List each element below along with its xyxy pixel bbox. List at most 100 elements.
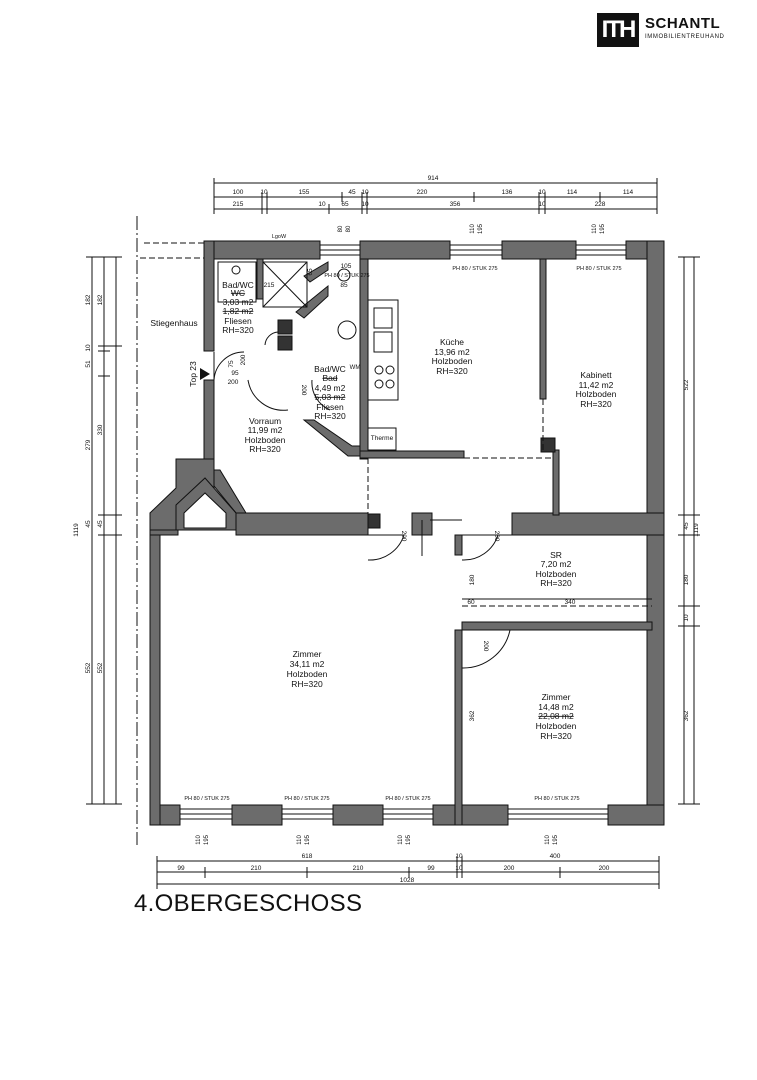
window-tag-wc: PH 80 / STUK 275	[324, 273, 369, 279]
niche-inner	[183, 492, 227, 529]
dim-bottom-r2-6: 200	[599, 865, 610, 872]
dim-bottom-r2-0: 99	[177, 865, 185, 872]
dim-top-r1-6: 136	[502, 189, 513, 196]
dim-win-b3-195: 195	[406, 834, 412, 845]
room-kueche-name: Küche	[440, 337, 464, 347]
room-zimmer-big-height: RH=320	[291, 679, 323, 689]
dim-win-b2-110: 110	[297, 835, 303, 845]
dim-win-top-80a: 80	[338, 225, 344, 232]
dim-left-outer-0: 182	[85, 294, 92, 305]
dim-top-r1-0: 100	[233, 189, 244, 196]
room-kueche-area: 13,96 m2	[434, 347, 470, 357]
room-sr-height: RH=320	[540, 578, 572, 588]
dim-105: 105	[341, 263, 352, 270]
dim-left-inner-1: 330	[97, 424, 104, 435]
room-badwc2-area: 4,49 m2	[315, 383, 346, 393]
dim-bottom-r2-3: 99	[427, 865, 435, 872]
dim-left-inner-0: 182	[97, 294, 104, 305]
dim-win-top-110: 110	[470, 224, 476, 234]
window-tag-bottom-3: PH 80 / STUK 275	[385, 796, 430, 802]
dim-left-inner-3: 552	[97, 662, 104, 673]
dim-win-b2-195: 195	[305, 834, 311, 845]
room-sr-floor: Holzboden	[536, 569, 577, 579]
dim-left-outer-2: 51	[85, 360, 92, 368]
dim-top-r2-6: 228	[595, 201, 606, 208]
dim-left-total: 1119	[73, 523, 80, 537]
room-badwc1-area: 3,03 m2	[223, 297, 254, 307]
room-sr-name: SR	[550, 550, 562, 560]
room-badwc1-name: Bad/WC	[222, 280, 254, 290]
dim-left-inner-2: 45	[97, 520, 104, 528]
dim-right-1: 45	[683, 522, 690, 530]
dim-bottom-r1-0: 618	[302, 853, 313, 860]
therme-box	[367, 427, 397, 451]
dim-win-top-80b: 80	[346, 225, 352, 232]
shaft-box-4	[367, 513, 381, 529]
dim-door-200a: 200	[400, 531, 407, 542]
dim-bottom-r2-5: 200	[504, 865, 515, 872]
room-zimmer-small-area: 14,48 m2	[538, 702, 574, 712]
room-kabinett-floor: Holzboden	[576, 389, 617, 399]
dim-85: 85	[340, 282, 348, 289]
shower-tray	[262, 261, 308, 308]
dim-top-total: 914	[428, 175, 439, 182]
logo-mark: ITH	[597, 13, 639, 47]
dim-win-b4-110: 110	[545, 835, 551, 845]
room-vorraum-area: 11,99 m2	[248, 425, 283, 435]
bathtub	[217, 261, 257, 303]
window-tag-lgw: LgoW	[272, 234, 287, 240]
room-sr-area: 7,20 m2	[541, 559, 572, 569]
dim-zimmer-362: 362	[469, 710, 476, 721]
dim-200-vorraum: 200	[228, 379, 239, 386]
dim-75: 75	[228, 360, 235, 368]
dim-top-r2-3: 10	[361, 201, 369, 208]
dimension-chain-right	[678, 256, 700, 805]
dim-bottom-total: 1028	[400, 877, 415, 884]
dim-bottom-r2-1: 210	[251, 865, 262, 872]
room-badwc1-floor: Fliesen	[224, 316, 252, 326]
dim-215: 215	[264, 282, 275, 289]
toilet-symbol	[337, 320, 357, 340]
dim-right-0: 522	[683, 379, 690, 390]
room-kabinett-name: Kabinett	[580, 370, 612, 380]
room-badwc1-old-name: WC	[231, 288, 245, 298]
dim-top-r1-8: 114	[567, 189, 578, 196]
dim-95: 95	[231, 370, 239, 377]
window-tag-bottom-1: PH 80 / STUK 275	[184, 796, 229, 802]
room-vorraum-name: Vorraum	[249, 416, 281, 426]
logo-tagline: IMMOBILIENTREUHAND	[645, 34, 725, 40]
kitchen-sink	[373, 307, 393, 329]
walls	[149, 240, 665, 826]
window-tag-bottom-2: PH 80 / STUK 275	[284, 796, 329, 802]
dim-win-top-195: 195	[478, 223, 484, 234]
dim-60: 60	[467, 599, 475, 606]
room-zimmer-small-height: RH=320	[540, 731, 572, 741]
company-logo: ITH SCHANTL IMMOBILIENTREUHAND	[597, 13, 747, 47]
shaft-box-1	[277, 319, 293, 335]
room-badwc2-old-area: 5,03 m2	[315, 392, 346, 402]
dim-top-r1-9: 114	[623, 189, 634, 196]
room-kueche-therme: Therme	[371, 435, 394, 442]
dim-bottom-r2-2: 210	[353, 865, 364, 872]
stove-burner-2	[385, 365, 395, 375]
dim-top-r1-4: 10	[361, 189, 369, 196]
kitchen-counter	[367, 299, 399, 401]
dim-right-4: 362	[683, 710, 690, 721]
room-kueche-height: RH=320	[436, 366, 468, 376]
dim-right-3: 10	[683, 614, 690, 622]
dim-top-r2-5: 10	[538, 201, 546, 208]
room-badwc2-wm: WM	[350, 365, 361, 371]
dim-top-r2-2: 65	[341, 201, 349, 208]
dim-right-total: 1119	[693, 523, 700, 537]
dim-left-outer-5: 552	[85, 662, 92, 673]
entrance-label: Top 23	[188, 361, 198, 387]
room-badwc1-height: RH=320	[222, 325, 254, 335]
entrance-arrow-icon	[200, 368, 210, 380]
dim-top-r1-2: 155	[299, 189, 310, 196]
dim-door-200c: 200	[482, 641, 489, 652]
washbasin-symbol	[337, 268, 351, 282]
room-badwc2-height: RH=320	[314, 411, 346, 421]
dim-top-r1-1: 10	[260, 189, 268, 196]
dim-top-r2-1: 10	[318, 201, 326, 208]
